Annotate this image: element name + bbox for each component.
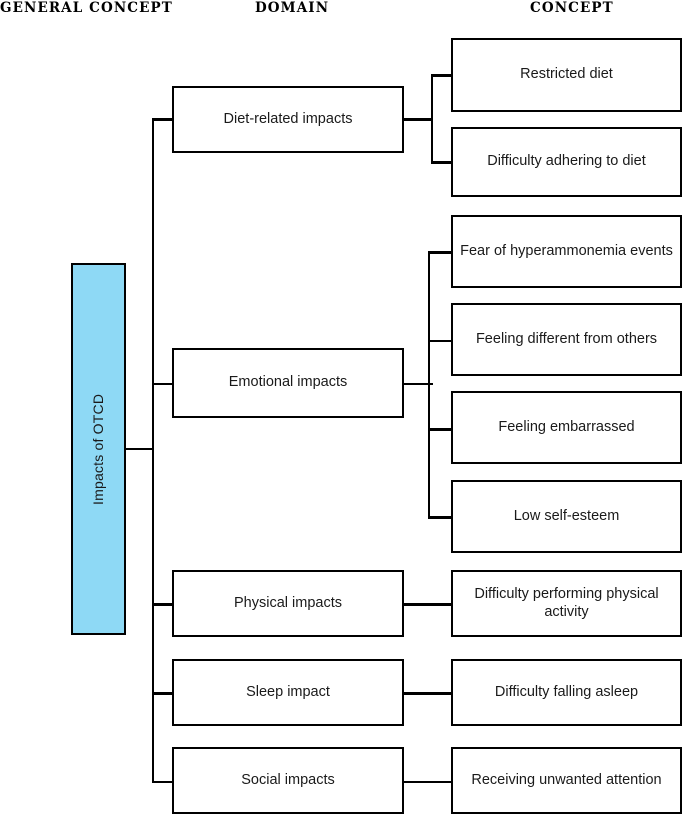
domain-box-sleep-impact: Sleep impact [172, 659, 404, 726]
connector-group2-concept2 [427, 339, 453, 342]
concept-box-restricted-diet: Restricted diet [451, 38, 682, 112]
general-concept-box: Impacts of OTCD [71, 263, 126, 635]
domain-box-social-impacts: Social impacts [172, 747, 404, 814]
connector-domain4-to-concept [404, 692, 452, 695]
concept-box-difficulty-performing-physical-activity: Difficulty performing physical activity [451, 570, 682, 637]
concept-box-difficulty-adhering-to-diet: Difficulty adhering to diet [451, 127, 682, 197]
concept-box-receiving-unwanted-attention: Receiving unwanted attention [451, 747, 682, 814]
connector-domain1-out [404, 118, 433, 121]
concept-box-feeling-different-from-others: Feeling different from others [451, 303, 682, 376]
connector-domain3-to-concept [404, 603, 452, 606]
bracket-spine-group2 [427, 251, 430, 517]
connector-group1-concept2 [430, 161, 453, 164]
column-header-general-concept: GENERAL CONCEPT [0, 0, 173, 16]
domain-box-diet-related-impacts: Diet-related impacts [172, 86, 404, 153]
connector-domain2-out [404, 382, 433, 385]
concept-box-low-self-esteem: Low self-esteem [451, 480, 682, 553]
trunk-stub-line [126, 447, 154, 450]
connector-group2-concept4 [427, 516, 453, 519]
domain-box-emotional-impacts: Emotional impacts [172, 348, 404, 418]
column-header-domain: DOMAIN [255, 0, 330, 16]
domain-stub-line-5 [151, 780, 174, 783]
connector-group1-concept1 [430, 74, 453, 77]
domain-spine-line [151, 118, 154, 782]
domain-stub-line-4 [151, 692, 174, 695]
connector-group2-concept1 [427, 251, 453, 254]
concept-box-feeling-embarrassed: Feeling embarrassed [451, 391, 682, 464]
connector-group2-concept3 [427, 428, 453, 431]
domain-stub-line-3 [151, 603, 174, 606]
bracket-spine-group1 [430, 74, 433, 163]
column-header-concept: CONCEPT [530, 0, 614, 16]
concept-box-fear-of-hyperammonemia-events: Fear of hyperammonemia events [451, 215, 682, 288]
connector-domain5-to-concept [404, 780, 452, 783]
concept-box-difficulty-falling-asleep: Difficulty falling asleep [451, 659, 682, 726]
domain-stub-line-1 [151, 118, 174, 121]
domain-box-physical-impacts: Physical impacts [172, 570, 404, 637]
domain-stub-line-2 [151, 382, 174, 385]
